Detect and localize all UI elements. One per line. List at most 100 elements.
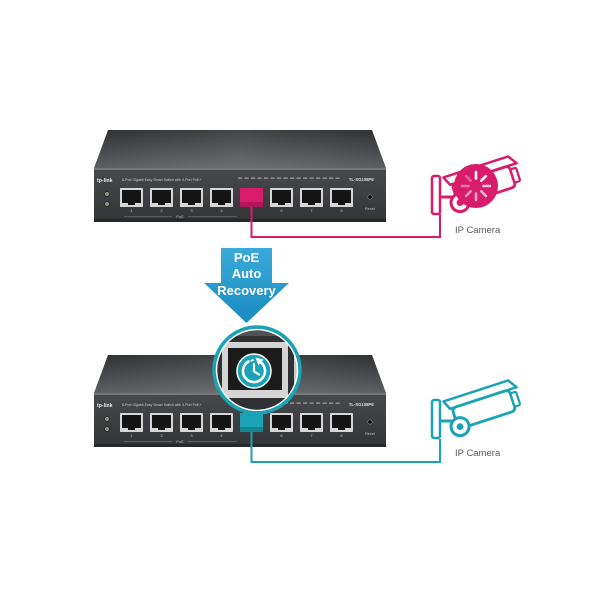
switch-port: [150, 413, 173, 432]
led-label-mark: [303, 177, 308, 179]
reset-label: Reset: [365, 432, 376, 436]
power-led: [104, 416, 110, 422]
zoom-ring: [212, 325, 302, 415]
switch-port: [300, 413, 323, 432]
switch-port: [120, 413, 143, 432]
port-opening: [152, 190, 171, 203]
led-label-mark: [329, 402, 334, 404]
port-opening: [302, 415, 321, 428]
switch-port: [240, 413, 263, 432]
switch-top-shine: [94, 130, 386, 168]
switch-description: 8-Port Gigabit Easy Smart Switch with 4-…: [122, 403, 201, 407]
port-latch-notch: [158, 202, 165, 205]
port-opening: [332, 415, 351, 428]
port-opening: [182, 415, 201, 428]
switch-port: [270, 413, 293, 432]
loading-spinner-icon: [454, 164, 498, 208]
port-latch-notch: [158, 427, 165, 430]
led-label-mark: [290, 402, 295, 404]
switch-edge-highlight: [94, 168, 386, 170]
switch-port: [210, 413, 233, 432]
arrow-text-line-1: PoE: [234, 250, 260, 265]
port-number: 3: [190, 433, 193, 438]
switch-port: [330, 413, 353, 432]
switch-port: [150, 188, 173, 207]
port-number: 8: [340, 433, 343, 438]
led-label-mark: [238, 177, 243, 179]
port-latch-notch: [218, 427, 225, 430]
port-number: 1: [130, 433, 133, 438]
reset-button: [367, 194, 373, 200]
switch-brand-logo: tp-link: [97, 403, 113, 409]
port-number: 2: [160, 208, 163, 213]
port-opening: [152, 415, 171, 428]
switch-port: [180, 413, 203, 432]
camera-back-cap: [509, 390, 522, 408]
port-number: 7: [310, 208, 313, 213]
port-latch-notch: [308, 202, 315, 205]
port-number: 7: [310, 433, 313, 438]
ip-camera-label: IP Camera: [455, 225, 501, 236]
port-zoom-callout: [212, 325, 302, 415]
port-latch-notch: [338, 427, 345, 430]
switch-model: TL-SG108PE: [349, 402, 374, 407]
led-label-mark: [335, 177, 340, 179]
switch-port: [120, 188, 143, 207]
led-label-mark: [296, 177, 301, 179]
led-label-mark: [322, 402, 327, 404]
port-number: 3: [190, 208, 193, 213]
ethernet-cable-line: [250, 207, 441, 238]
port-number: 4: [220, 208, 223, 213]
switch-port: [180, 188, 203, 207]
zoom-side-port-right: [294, 342, 299, 398]
reset-label: Reset: [365, 207, 376, 211]
led-label-mark: [290, 177, 295, 179]
power-led: [104, 191, 110, 197]
led-label-mark: [264, 177, 269, 179]
led-label-mark: [316, 402, 321, 404]
port-latch-notch: [308, 427, 315, 430]
led-label-mark: [329, 177, 334, 179]
port-latch-notch: [278, 427, 285, 430]
recovered-link-line: [250, 432, 441, 463]
port-number: 4: [220, 433, 223, 438]
led-label-strip: [238, 177, 340, 179]
switch-port: [330, 188, 353, 207]
camera-back-cap: [509, 166, 522, 184]
switch-brand-logo: tp-link: [97, 178, 113, 184]
spinner-tick: [464, 174, 473, 182]
led-label-mark: [244, 177, 249, 179]
port-latch-notch: [188, 202, 195, 205]
led-label-mark: [296, 402, 301, 404]
port-latch-notch: [278, 202, 285, 205]
spinner-disc: [454, 164, 498, 208]
ip-camera-icon: [430, 379, 522, 440]
poe-group-label: PoE: [176, 439, 184, 444]
switch-port: [270, 188, 293, 207]
connected-plug: [240, 188, 263, 207]
arrow-text-line-3: Recovery: [217, 283, 276, 298]
refresh-arc: [241, 360, 267, 384]
port-opening: [122, 415, 141, 428]
switch-port: [300, 188, 323, 207]
led-label-mark: [251, 177, 256, 179]
port-opening: [302, 190, 321, 203]
refresh-icon: [236, 353, 272, 389]
led-label-mark: [309, 177, 314, 179]
ethernet-cable-line: [250, 432, 441, 463]
port-latch-notch: [338, 202, 345, 205]
led-label-mark: [270, 177, 275, 179]
port-number: 6: [280, 208, 283, 213]
connected-plug: [240, 413, 263, 432]
arrow-text-line-2: Auto: [232, 266, 262, 281]
fault-link-line: [250, 207, 441, 238]
arrow-shape: [204, 248, 289, 323]
poe-max-led: [104, 201, 110, 207]
zoom-top-edge: [215, 328, 299, 336]
reset-button: [367, 419, 373, 425]
port-latch-notch: [128, 202, 135, 205]
port-opening: [272, 190, 291, 203]
poe-auto-recovery-arrow: PoE Auto Recovery: [204, 248, 289, 323]
